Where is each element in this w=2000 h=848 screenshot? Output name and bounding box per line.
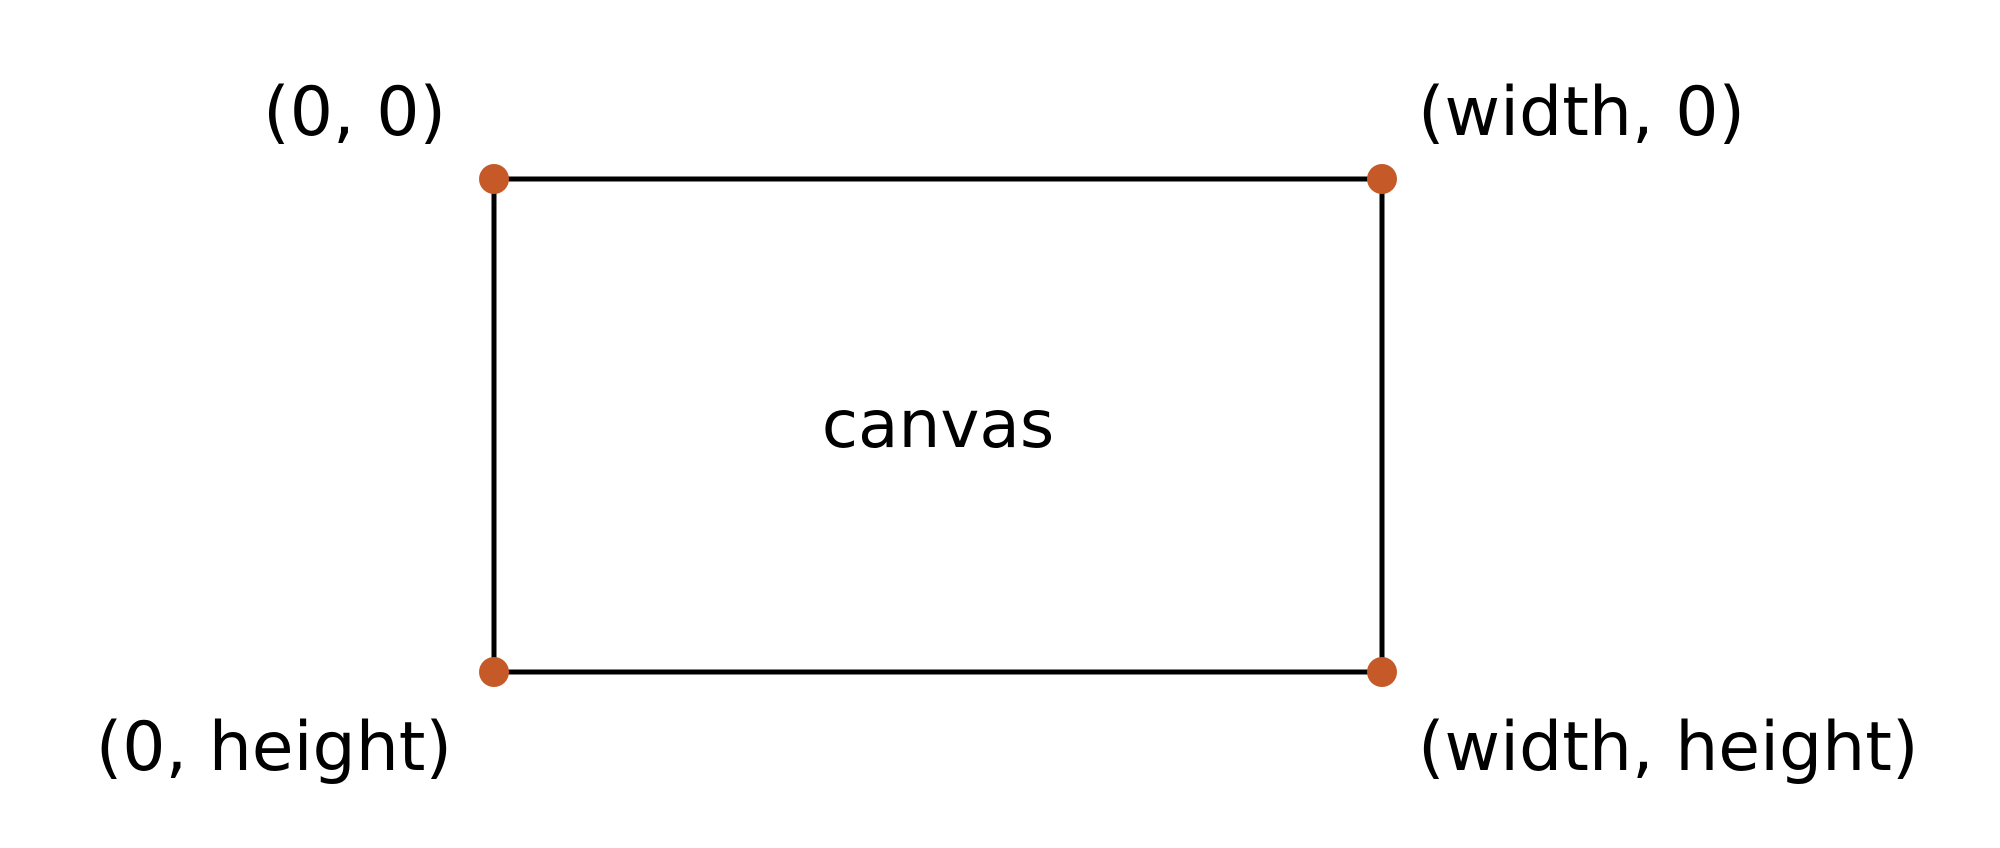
canvas-label: canvas [822,386,1054,463]
corner-point-bottom-right [1367,657,1397,687]
corner-label-top-right: (width, 0) [1418,73,1745,152]
corner-label-bottom-right: (width, height) [1418,708,1918,787]
corner-point-top-left [479,164,509,194]
corner-point-top-right [1367,164,1397,194]
corner-label-bottom-left: (0, height) [96,708,452,787]
canvas-rectangle [491,176,1385,675]
corner-point-bottom-left [479,657,509,687]
corner-label-top-left: (0, 0) [263,73,446,152]
